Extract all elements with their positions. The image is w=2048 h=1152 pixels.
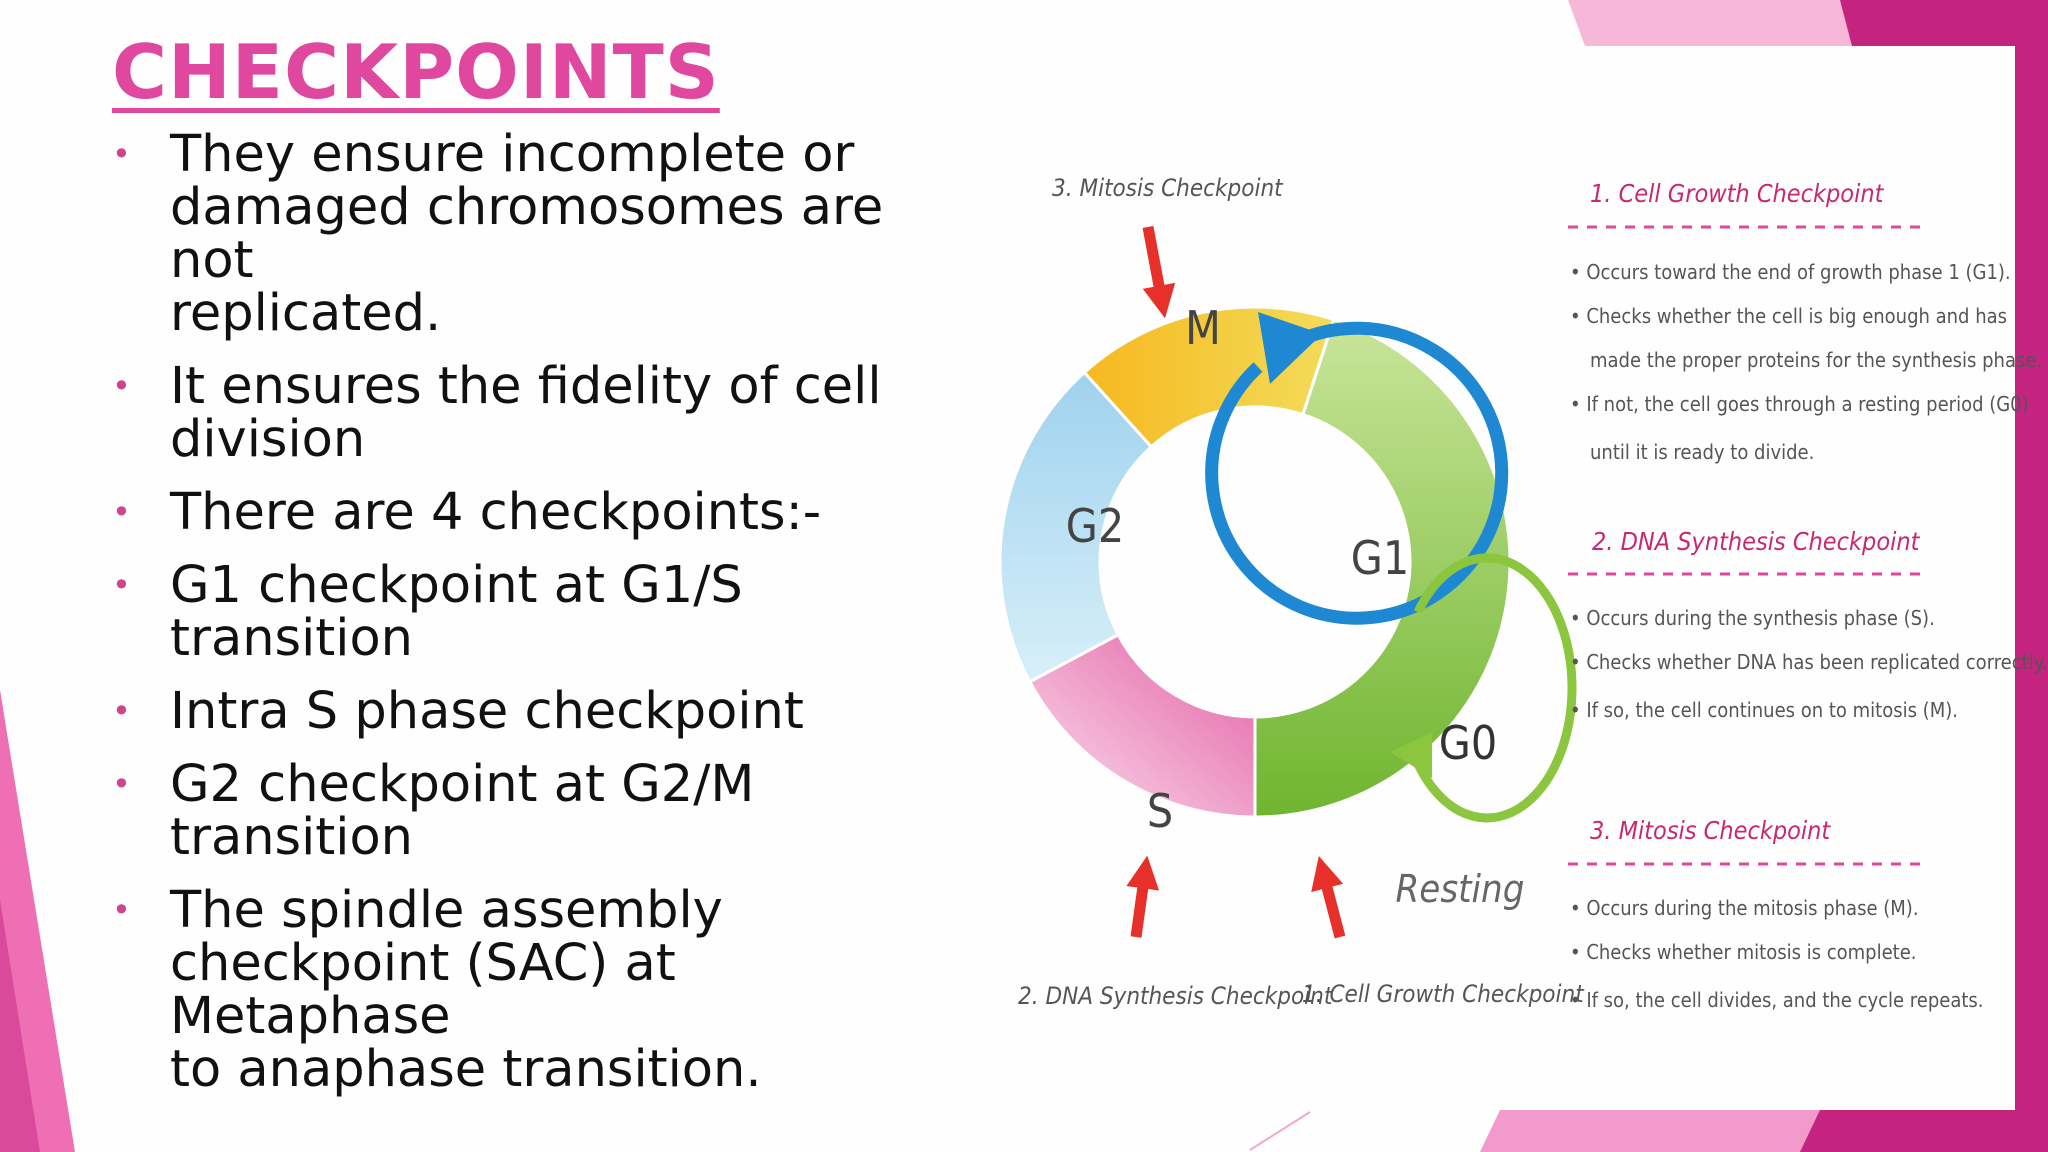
bullet-text-line: They ensure incomplete or <box>170 125 855 184</box>
panel-text-line: • Occurs during the mitosis phase (M). <box>1570 896 1919 920</box>
panel-text-line: • If so, the cell continues on to mitosi… <box>1570 698 1958 722</box>
phase-label-g1: G1 <box>1351 531 1409 585</box>
panel-text-line: • If so, the cell divides, and the cycle… <box>1570 988 1984 1012</box>
cell-cycle-ring <box>998 305 1512 819</box>
g0-loop-arrow-icon <box>1410 553 1577 823</box>
bullet-dot-icon: • <box>112 566 131 604</box>
bullet-dot-icon: • <box>112 493 131 531</box>
bullet-text-line: transition <box>170 808 413 867</box>
phase-segment-g2 <box>998 370 1154 684</box>
mitosis-checkpoint-label: 3. Mitosis Checkpoint <box>1052 174 1284 202</box>
bullet-text-line: transition <box>170 609 413 668</box>
panel-text-line: • Occurs toward the end of growth phase … <box>1570 260 2011 284</box>
bullet-text-line: replicated. <box>170 284 442 343</box>
bullet-text-line: damaged chromosomes are not <box>170 178 884 290</box>
bullet-item: • Intra S phase checkpoint <box>112 685 972 738</box>
panel-text-line: • Occurs during the synthesis phase (S). <box>1570 606 1935 630</box>
slide-title: CHECKPOINTS <box>112 28 720 116</box>
bullet-text-line: It ensures the fidelity of cell <box>170 357 882 416</box>
panel-text-line: made the proper proteins for the synthes… <box>1590 348 2042 372</box>
panel-heading-mitosis: 3. Mitosis Checkpoint <box>1590 816 1831 845</box>
bullet-dot-icon: • <box>112 135 131 173</box>
bullet-text-line: Intra S phase checkpoint <box>170 682 804 741</box>
bullet-text-line: The spindle assembly <box>170 881 723 940</box>
panel-text-line: • If not, the cell goes through a restin… <box>1570 392 2029 416</box>
cell-cycle-diagram: M G1 S G2 G0 Resting 3. Mitosis Checkpoi… <box>998 174 2047 1012</box>
bullet-text-line: division <box>170 410 366 469</box>
dna-checkpoint-label: 2. DNA Synthesis Checkpoint <box>1018 982 1334 1010</box>
growth-checkpoint-arrow-icon <box>1311 856 1346 939</box>
bullet-dot-icon: • <box>112 692 131 730</box>
phase-label-m: M <box>1185 301 1221 355</box>
phase-label-g2: G2 <box>1066 499 1124 553</box>
mitosis-checkpoint-panel: 3. Mitosis Checkpoint • Occurs during th… <box>1568 816 1984 1012</box>
phase-segment-g1 <box>1253 317 1512 819</box>
bullet-dot-icon: • <box>112 891 131 929</box>
bullet-text-line: to anaphase transition. <box>170 1040 762 1099</box>
phase-label-g0: G0 <box>1439 716 1497 770</box>
panel-text-line: • Checks whether mitosis is complete. <box>1570 940 1917 964</box>
bullet-text-line: There are 4 checkpoints:- <box>170 483 822 542</box>
cycle-arrow-icon <box>1205 321 1509 625</box>
resting-label: Resting <box>1396 867 1525 911</box>
dna-checkpoint-arrow-icon <box>1126 855 1160 938</box>
panel-heading-growth: 1. Cell Growth Checkpoint <box>1590 179 1885 208</box>
panel-heading-dna: 2. DNA Synthesis Checkpoint <box>1592 527 1921 556</box>
g0-arrowhead-icon <box>1390 732 1432 778</box>
dna-checkpoint-panel: 2. DNA Synthesis Checkpoint • Occurs dur… <box>1568 527 2047 722</box>
bullet-dot-icon: • <box>112 367 131 405</box>
panel-text-line: • Checks whether the cell is big enough … <box>1570 304 2007 328</box>
growth-checkpoint-panel: 1. Cell Growth Checkpoint • Occurs towar… <box>1568 179 2042 464</box>
phase-label-s: S <box>1147 784 1173 838</box>
bullet-text-line: G2 checkpoint at G2/M <box>170 755 755 814</box>
bullet-item: • There are 4 checkpoints:- <box>112 486 972 539</box>
bullet-text-line: checkpoint (SAC) at Metaphase <box>170 934 676 1046</box>
cycle-arrowhead-icon <box>1258 312 1322 384</box>
bullet-text-line: G1 checkpoint at G1/S <box>170 556 743 615</box>
growth-checkpoint-label: 1. Cell Growth Checkpoint <box>1302 980 1585 1008</box>
panel-text-line: • Checks whether DNA has been replicated… <box>1570 650 2047 674</box>
panel-text-line: until it is ready to divide. <box>1590 440 1814 464</box>
bullet-dot-icon: • <box>112 765 131 803</box>
mitosis-checkpoint-arrow-icon <box>1142 225 1176 319</box>
